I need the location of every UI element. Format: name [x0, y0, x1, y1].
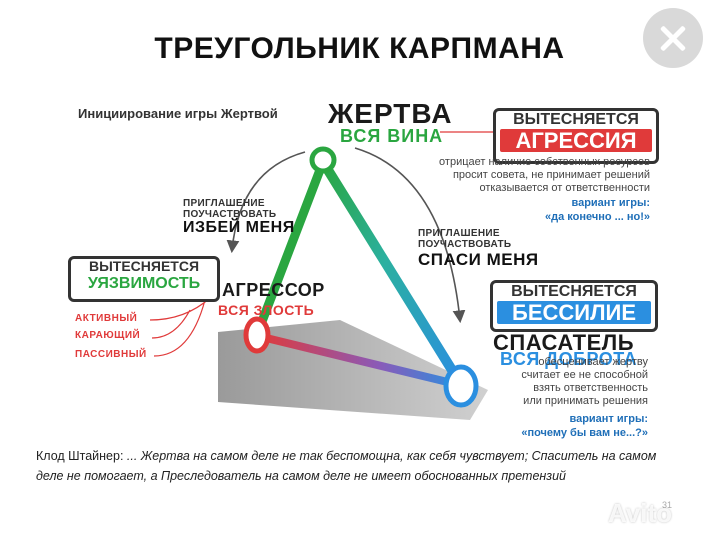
node-aggressor [243, 316, 271, 354]
rescuer-suppressed-box: ВЫТЕСНЯЕТСЯ БЕССИЛИЕ [490, 280, 658, 332]
quote-text: ... Жертва на самом деле не так беспомощ… [36, 449, 657, 483]
rescuer-desc-line: обесценивает жертву [538, 356, 648, 368]
invite-aggressor-line1: ПРИГЛАШЕНИЕ [183, 198, 265, 209]
invite-aggressor-small: ПРИГЛАШЕНИЕ ПОУЧАСТВОВАТЬ [183, 198, 276, 220]
victim-emotion: ВСЯ ВИНА [340, 126, 444, 146]
victim-desc-line: отказывается от ответственности [479, 182, 650, 194]
rescuer-desc-line: взять ответственность [533, 382, 648, 394]
initiation-caption: Инициирование игры Жертвой [78, 106, 278, 121]
rescuer-desc-line: или принимать решения [523, 395, 648, 407]
victim-suppressed-label: ВЫТЕСНЯЕТСЯ [513, 111, 639, 128]
aggressor-type: ПАССИВНЫЙ [75, 349, 147, 360]
quote-author: Клод Штайнер: [36, 449, 124, 463]
edge-victim-rescuer [318, 157, 465, 388]
types-connector [149, 297, 211, 357]
aggressor-suppressed-label: ВЫТЕСНЯЕТСЯ [88, 258, 200, 274]
victim-role: ЖЕРТВА [328, 98, 453, 129]
rescuer-variant-label: вариант игры: [569, 413, 648, 425]
rescuer-variant-value: «почему бы вам не...?» [521, 427, 648, 439]
victim-variant-value: «да конечно ... но!» [544, 211, 650, 223]
arrow-to-aggressor [226, 151, 306, 254]
invite-aggressor-line2: ПОУЧАСТВОВАТЬ [183, 209, 277, 220]
aggressor-emotion: ВСЯ ЗЛОСТЬ [218, 302, 315, 318]
node-rescuer [443, 364, 479, 408]
rescuer-variant: вариант игры: «почему бы вам не...?» [470, 412, 648, 440]
steiner-quote: Клод Штайнер: ... Жертва на самом деле н… [36, 446, 686, 486]
victim-desc-line: отрицает наличие собственных ресурсов [439, 156, 650, 168]
invite-rescuer-main: СПАСИ МЕНЯ [418, 250, 539, 269]
rescuer-description: обесценивает жертву считает ее не способ… [480, 356, 648, 408]
aggressor-role: АГРЕССОР [222, 280, 325, 300]
avito-watermark: Avito [608, 498, 673, 528]
victim-suppressed-box: ВЫТЕСНЯЕТСЯ АГРЕССИЯ [493, 108, 659, 164]
invite-rescuer-line2: ПОУЧАСТВОВАТЬ [418, 239, 512, 250]
aggressor-suppressed-value: УЯЗВИМОСТЬ [87, 275, 201, 292]
rescuer-desc-line: считает ее не способной [521, 369, 648, 381]
rescuer-suppressed-label: ВЫТЕСНЯЕТСЯ [511, 283, 637, 300]
victim-variant: вариант игры: «да конечно ... но!» [480, 196, 650, 224]
rescuer-suppressed-value: БЕССИЛИЕ [497, 301, 651, 324]
aggressor-type: АКТИВНЫЙ [75, 313, 138, 324]
page-title: ТРЕУГОЛЬНИК КАРПМАНА [154, 32, 565, 65]
edge-victim-aggressor [253, 157, 328, 337]
invite-rescuer-small: ПРИГЛАШЕНИЕ ПОУЧАСТВОВАТЬ [418, 228, 511, 250]
invite-rescuer-line1: ПРИГЛАШЕНИЕ [418, 228, 500, 239]
node-victim [309, 146, 337, 174]
rescuer-role: СПАСАТЕЛЬ [493, 330, 635, 355]
victim-suppressed-value: АГРЕССИЯ [500, 129, 652, 152]
page-number: 31 [662, 500, 673, 510]
victim-variant-label: вариант игры: [571, 197, 650, 209]
victim-desc-line: просит совета, не принимает решений [452, 169, 650, 181]
edge-aggressor-rescuer [254, 332, 464, 389]
arrow-to-rescuer [354, 147, 466, 324]
victim-description: отрицает наличие собственных ресурсов пр… [400, 156, 650, 195]
close-icon[interactable] [643, 8, 703, 68]
invite-aggressor-main: ИЗБЕЙ МЕНЯ [183, 219, 295, 236]
aggressor-suppressed-box: ВЫТЕСНЯЕТСЯ УЯЗВИМОСТЬ [68, 256, 220, 302]
rescuer-emotion: ВСЯ ДОБРОТА [500, 349, 638, 369]
aggressor-type: КАРАЮЩИЙ [75, 330, 141, 341]
